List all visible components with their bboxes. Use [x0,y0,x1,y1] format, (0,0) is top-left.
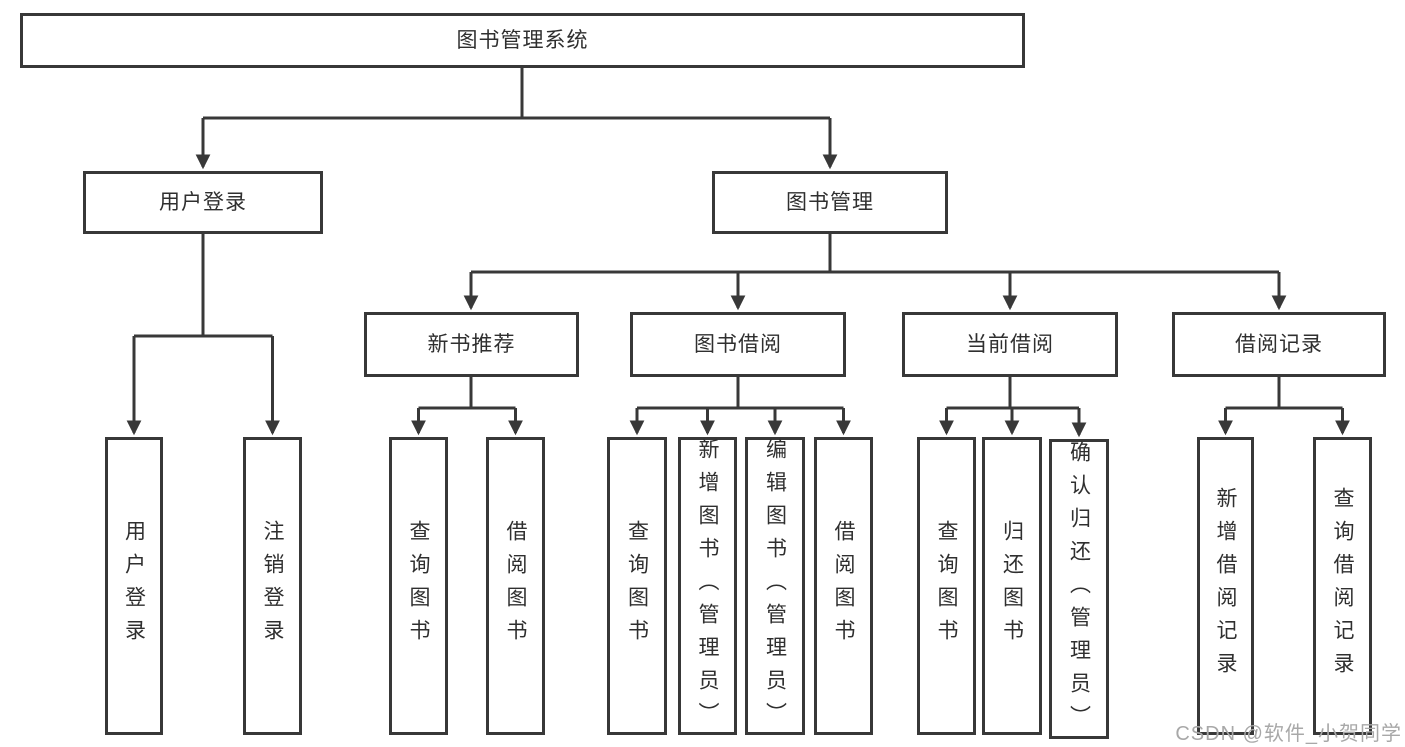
node-label: 用户登录 [159,191,247,214]
node-label: 确认归还（管理员） [1067,440,1091,738]
node-label: 新增图书（管理员） [696,437,719,735]
node-label: 查询图书 [935,520,958,652]
node-user-login: 用户登录 [83,171,323,234]
node-label: 图书管理系统 [456,29,589,52]
node-book-management: 图书管理 [712,171,948,234]
node-leaf-user-login: 用户登录 [105,437,163,735]
watermark: CSDN @软件_小贺同学 [1175,723,1402,745]
node-current-borrowing: 当前借阅 [902,312,1118,377]
node-leaf-borrow-books: 借阅图书 [814,437,873,735]
node-new-book-recommendation: 新书推荐 [364,312,579,377]
node-leaf-query-books-borrow: 查询图书 [607,437,667,735]
node-leaf-query-borrow-record: 查询借阅记录 [1313,437,1372,735]
node-leaf-edit-books-admin: 编辑图书（管理员） [745,437,805,735]
node-label: 归还图书 [1000,520,1024,652]
node-label: 编辑图书（管理员） [763,437,787,735]
node-label: 新书推荐 [427,333,516,356]
node-leaf-return-books: 归还图书 [982,437,1042,735]
node-leaf-logout: 注销登录 [243,437,302,735]
node-leaf-confirm-return-admin: 确认归还（管理员） [1049,439,1109,739]
node-leaf-borrow-books-recommend: 借阅图书 [486,437,545,735]
node-label: 图书管理 [786,191,874,214]
node-label: 查询图书 [625,520,649,652]
node-library-management-system: 图书管理系统 [20,13,1025,68]
node-label: 借阅记录 [1235,333,1323,356]
node-label: 借阅图书 [504,520,527,652]
node-leaf-add-books-admin: 新增图书（管理员） [678,437,737,735]
node-label: 图书借阅 [694,333,782,356]
node-leaf-query-books-recommend: 查询图书 [389,437,448,735]
node-book-borrowing: 图书借阅 [630,312,846,377]
node-label: 用户登录 [122,520,146,652]
node-label: 借阅图书 [832,520,855,652]
node-label: 新增借阅记录 [1214,487,1237,685]
node-label: 查询图书 [407,520,430,652]
node-label: 当前借阅 [966,333,1054,356]
node-leaf-query-books-current: 查询图书 [917,437,976,735]
node-borrowing-records: 借阅记录 [1172,312,1386,377]
node-leaf-add-borrow-record: 新增借阅记录 [1197,437,1254,735]
node-label: 查询借阅记录 [1331,487,1354,685]
node-label: 注销登录 [261,520,284,652]
